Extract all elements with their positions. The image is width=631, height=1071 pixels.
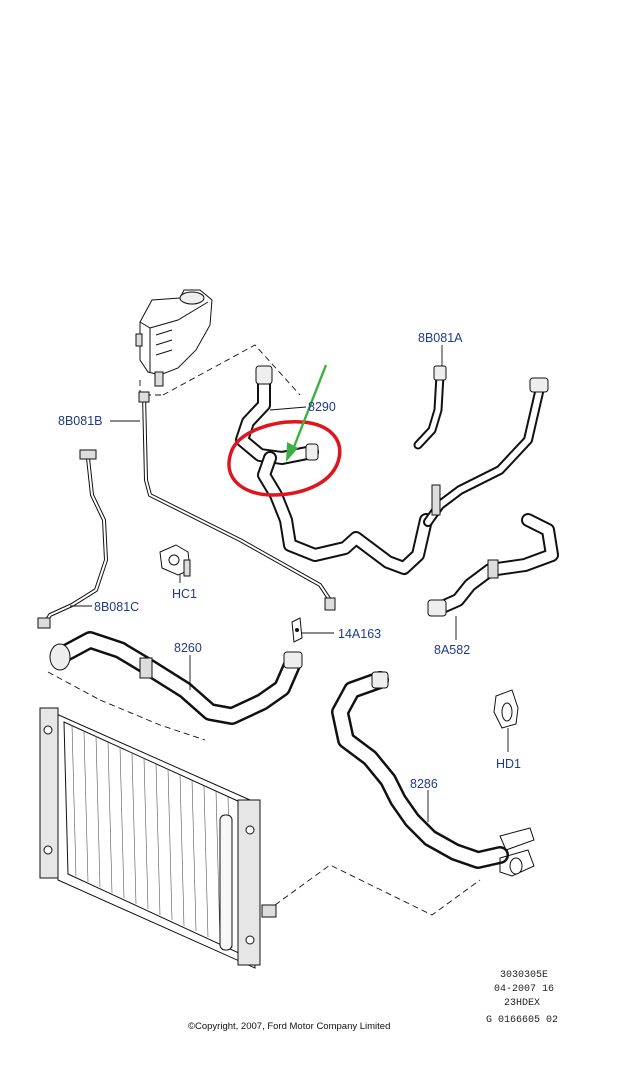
tank-dashed-outline [162,344,301,396]
label-8260: 8260 [174,641,202,655]
copyright-notice: ©Copyright, 2007, Ford Motor Company Lim… [188,1021,390,1032]
hose-8A582 [427,513,559,617]
highlight-arrow [286,364,328,462]
vent-tube-8B081C [37,449,108,629]
reference-code-2: 04-2007 16 [494,984,554,995]
hose-clamp-HC1 [159,544,191,577]
hose-clamp-HD1 [493,689,519,729]
bracket-14A163 [291,617,303,643]
label-8A582: 8A582 [434,643,470,657]
radiator [39,707,277,969]
vent-tube-8B081B [138,391,336,611]
label-8B081C: 8B081C [94,600,139,614]
label-8286: 8286 [410,777,438,791]
label-14A163: 14A163 [338,627,381,641]
leader-lines [70,345,509,822]
label-8B081B: 8B081B [58,414,102,428]
coolant-expansion-tank [135,289,213,387]
label-8B081A: 8B081A [418,331,463,345]
highlight-circle [227,420,342,497]
label-8290: 8290 [308,400,336,414]
label-HD1: HD1 [496,757,521,771]
radiator-fins [71,724,233,949]
radiator-dashed-top [47,671,206,741]
radiator-dashed-bottom [274,864,481,916]
hose-8B081A [413,365,549,527]
hose-8286 [331,671,535,877]
label-HC1: HC1 [172,587,197,601]
reference-code-3: 23HDEX [504,998,540,1009]
reference-code-1: 3030305E [500,970,548,981]
reference-code-4: G 0166605 02 [486,1015,558,1026]
hose-8260 [49,631,303,725]
